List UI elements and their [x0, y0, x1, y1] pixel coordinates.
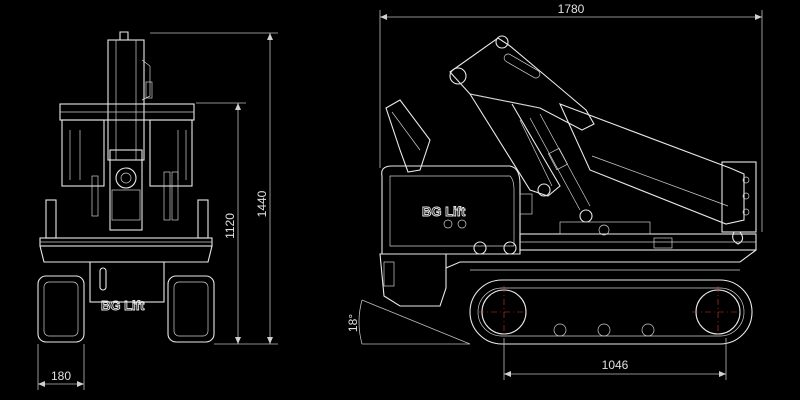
side-brand-label: BG Lift [422, 204, 466, 219]
side-dimensions: 1780 1046 18° [346, 2, 763, 380]
dim-track-width: 180 [51, 369, 71, 383]
dim-height-platform: 1120 [223, 213, 237, 239]
front-dimensions: 1440 1120 180 [37, 32, 278, 390]
side-view: BG Lift [379, 35, 757, 345]
dim-height-total: 1440 [255, 190, 269, 217]
dim-track-length: 1046 [602, 358, 629, 372]
front-brand-label: BG Lift [101, 298, 145, 313]
dim-overall-length: 1780 [558, 2, 585, 16]
dim-angle: 18° [346, 314, 360, 332]
front-view: BG Lift [37, 31, 215, 343]
